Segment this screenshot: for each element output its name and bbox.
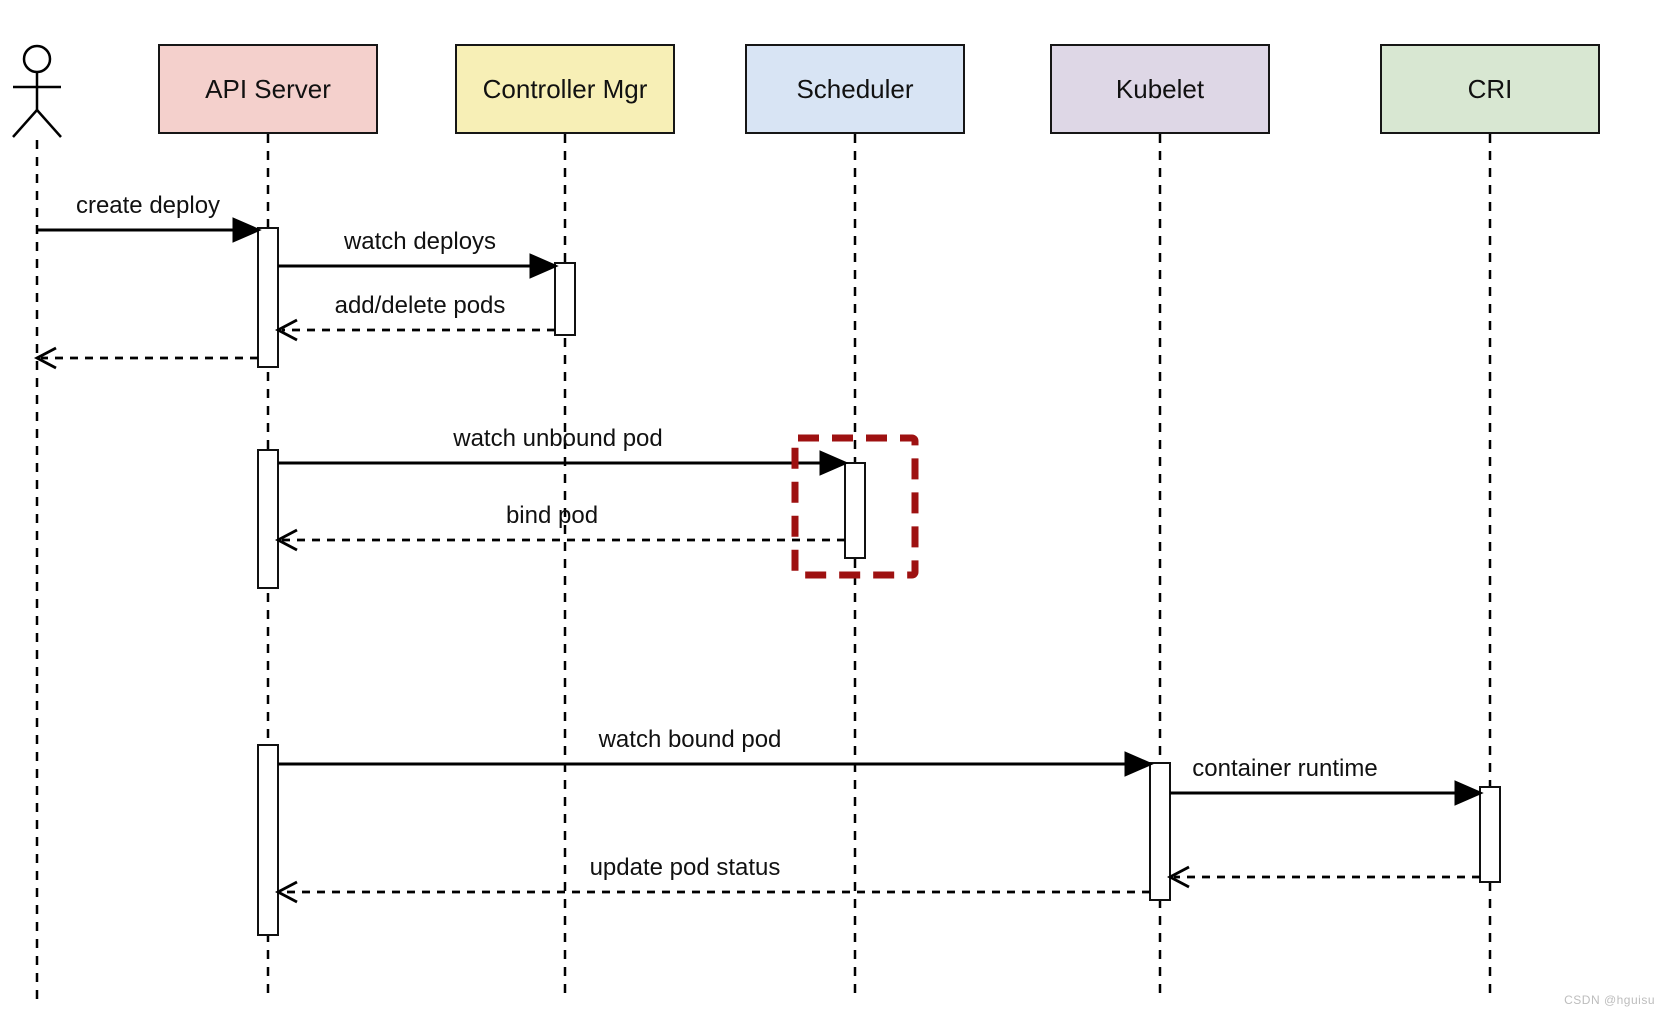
actor-leg-right — [36, 109, 62, 138]
arrow-return-to-user — [33, 346, 258, 370]
arrow-watch-deploys — [278, 253, 559, 279]
participant-cri: CRI — [1380, 44, 1600, 134]
message-label-watch-unbound-pod: watch unbound pod — [453, 425, 663, 452]
message-label-update-pod-status: update pod status — [589, 854, 781, 881]
message-label-container-runtime: container runtime — [1192, 755, 1378, 782]
activation-scheduler — [844, 462, 866, 559]
participant-scheduler-label: Scheduler — [796, 73, 914, 104]
participant-api-server: API Server — [158, 44, 378, 134]
actor-leg-left — [12, 109, 38, 138]
participant-kubelet-label: Kubelet — [1115, 73, 1205, 104]
activation-api-server-2 — [257, 449, 279, 589]
arrow-update-pod-status — [274, 880, 1150, 904]
activation-api-server-3 — [257, 744, 279, 936]
arrow-bind-pod — [274, 528, 845, 552]
arrow-cri-return — [1166, 865, 1480, 889]
participant-controller-mgr: Controller Mgr — [455, 44, 675, 134]
activation-kubelet — [1149, 762, 1171, 901]
actor-user-icon — [12, 44, 62, 138]
activation-cri — [1479, 786, 1501, 883]
arrowhead-cri-return — [1166, 865, 1190, 889]
arrowhead-watch-bound-pod — [1124, 751, 1154, 777]
participant-api-server-label: API Server — [205, 73, 331, 104]
message-label-watch-bound-pod: watch bound pod — [598, 726, 782, 753]
arrowhead-add-delete-pods — [274, 318, 298, 342]
participant-kubelet: Kubelet — [1050, 44, 1270, 134]
arrow-watch-bound-pod — [278, 751, 1154, 777]
arrow-container-runtime — [1170, 780, 1484, 806]
activation-api-server-1 — [257, 227, 279, 368]
arrowhead-watch-deploys — [529, 253, 559, 279]
watermark: CSDN @hguisu — [1564, 993, 1655, 1007]
message-label-create-deploy: create deploy — [75, 192, 221, 219]
participant-controller-mgr-label: Controller Mgr — [482, 73, 648, 104]
arrow-create-deploy — [37, 217, 262, 243]
actor-head — [22, 44, 52, 74]
arrowhead-return-to-user — [33, 346, 57, 370]
message-label-watch-deploys: watch deploys — [343, 228, 497, 255]
arrowhead-update-pod-status — [274, 880, 298, 904]
message-label-add-delete-pods: add/delete pods — [334, 292, 506, 319]
message-label-bind-pod: bind pod — [505, 502, 599, 529]
arrow-watch-unbound-pod — [278, 450, 849, 476]
arrowhead-create-deploy — [232, 217, 262, 243]
arrowhead-container-runtime — [1454, 780, 1484, 806]
participant-scheduler: Scheduler — [745, 44, 965, 134]
arrowhead-watch-unbound-pod — [819, 450, 849, 476]
arrowhead-bind-pod — [274, 528, 298, 552]
participant-cri-label: CRI — [1467, 73, 1513, 104]
arrow-add-delete-pods — [274, 318, 555, 342]
scheduler-highlight-box — [791, 434, 919, 579]
activation-controller-mgr — [554, 262, 576, 336]
